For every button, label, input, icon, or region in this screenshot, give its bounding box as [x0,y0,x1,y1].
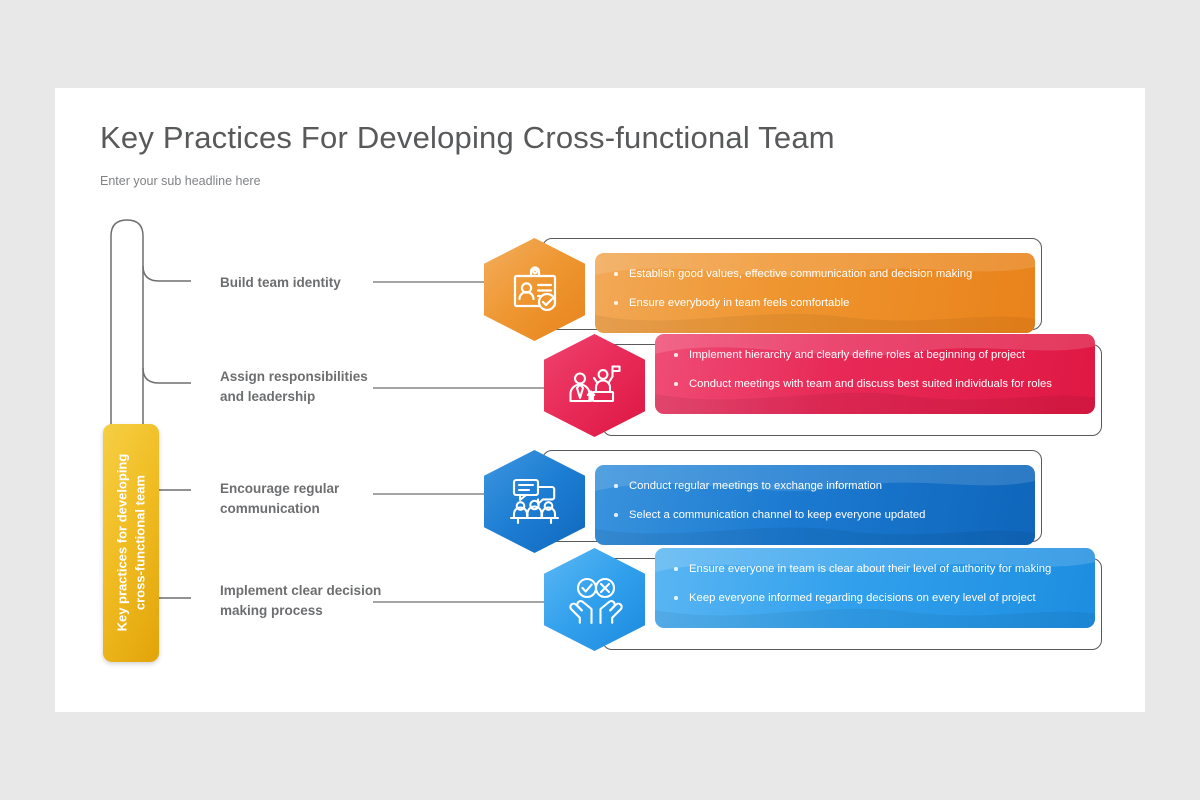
practice-row: Encourage regular communication Conduct … [55,446,1145,553]
practice-row: Implement clear decision making process … [55,548,1145,651]
bullet-list: Ensure everyone in team is clear about t… [655,548,1095,607]
page-subtitle: Enter your sub headline here [100,174,261,188]
bullet-item: Select a communication channel to keep e… [614,508,1013,523]
content-panel: Establish good values, effective communi… [595,253,1035,333]
practice-row: Build team identity Establish good value… [55,234,1145,341]
row-label: Assign responsibilities and leadership [220,369,368,404]
bullet-item: Ensure everybody in team feels comfortab… [614,296,1013,311]
row-label: Implement clear decision making process [220,583,382,618]
bullet-list: Implement hierarchy and clearly define r… [655,334,1095,393]
practice-row: Assign responsibilities and leadership I… [55,334,1145,437]
panel-wave-decoration [655,334,1095,414]
bullet-item: Conduct regular meetings to exchange inf… [614,479,1013,494]
row-label: Build team identity [220,275,341,290]
panel-wave-decoration [595,465,1035,545]
bullet-list: Establish good values, effective communi… [595,253,1035,312]
content-panel: Ensure everyone in team is clear about t… [655,548,1095,628]
panel-wave-decoration [655,548,1095,628]
bullet-item: Keep everyone informed regarding decisio… [674,591,1073,606]
bullet-list: Conduct regular meetings to exchange inf… [595,465,1035,524]
bullet-item: Implement hierarchy and clearly define r… [674,348,1073,363]
decision-hands-icon[interactable] [544,548,645,651]
bullet-item: Ensure everyone in team is clear about t… [674,562,1073,577]
page-title: Key Practices For Developing Cross-funct… [100,120,835,155]
content-panel: Conduct regular meetings to exchange inf… [595,465,1035,545]
slide-card: Key Practices For Developing Cross-funct… [55,88,1145,712]
bullet-item: Conduct meetings with team and discuss b… [674,377,1073,392]
panel-wave-decoration [595,253,1035,333]
content-panel: Implement hierarchy and clearly define r… [655,334,1095,414]
bullet-item: Establish good values, effective communi… [614,267,1013,282]
row-label: Encourage regular communication [220,481,340,516]
